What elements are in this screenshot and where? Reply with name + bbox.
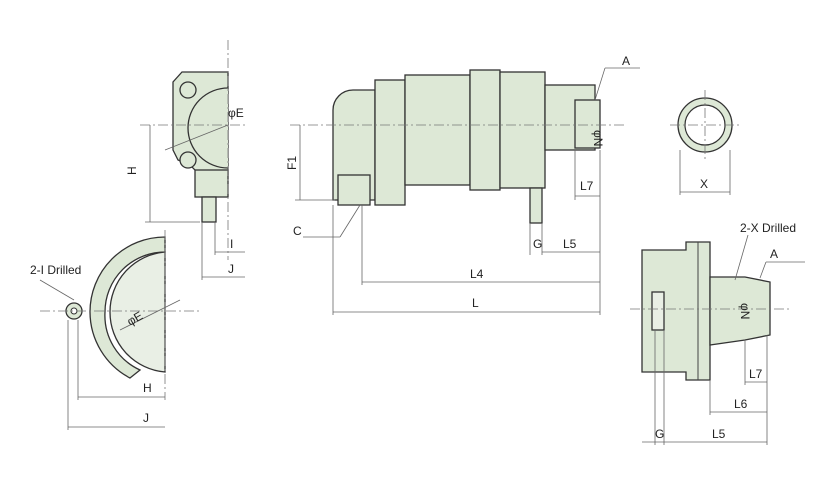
dim-g-main: G — [533, 237, 542, 251]
dim-l5-side: L5 — [712, 427, 726, 441]
side-view-right — [630, 234, 805, 445]
dim-l4: L4 — [470, 267, 484, 281]
dim-h-bottom: H — [143, 381, 152, 395]
main-view — [290, 67, 640, 315]
dim-phi-e-top: φE — [228, 106, 244, 120]
dim-l5-main: L5 — [563, 237, 577, 251]
dim-c: C — [293, 224, 302, 238]
dim-l7-side: L7 — [749, 367, 763, 381]
arc-view-bottom — [39, 230, 200, 430]
dim-phi-n-side: φN — [738, 303, 752, 319]
dim-f1: F1 — [285, 156, 299, 170]
dim-l7-main: L7 — [580, 179, 594, 193]
dim-j-top: J — [228, 262, 234, 276]
dim-a-main: A — [622, 54, 630, 68]
label-2-i-drilled: 2-I Drilled — [30, 263, 81, 277]
dim-i: I — [230, 237, 233, 251]
dim-x: X — [700, 177, 708, 191]
dim-a-side: A — [770, 247, 778, 261]
dim-l: L — [472, 296, 479, 310]
dim-phi-n-main: φN — [591, 130, 605, 146]
dim-g-side: G — [655, 427, 664, 441]
dim-h-top: H — [125, 166, 139, 175]
end-view-ring — [670, 90, 740, 195]
side-view-top — [140, 40, 245, 280]
label-2-x-drilled: 2-X Drilled — [740, 221, 796, 235]
dim-l6: L6 — [734, 397, 748, 411]
dim-j-bottom: J — [143, 411, 149, 425]
dim-phi-e-bottom: φE — [125, 309, 146, 329]
